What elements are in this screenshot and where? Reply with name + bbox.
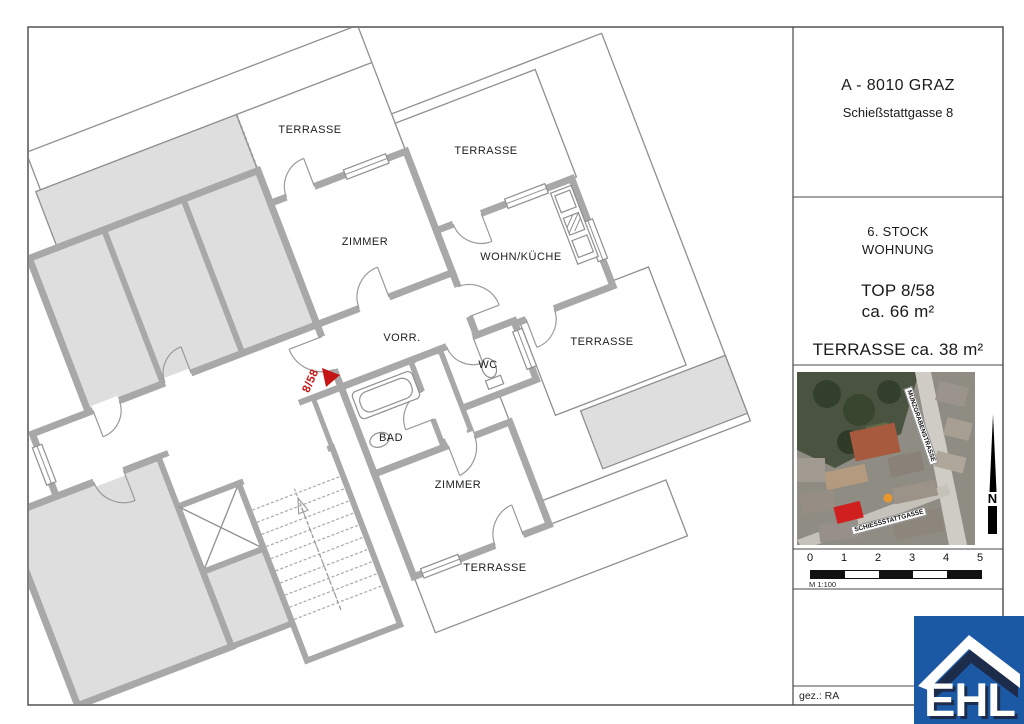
unit-arrow (322, 368, 340, 387)
floor-label: 6. STOCK (867, 224, 929, 239)
north-arrow-base (988, 506, 997, 534)
ehl-logo: EHL EHL (914, 616, 1024, 724)
north-arrow-needle (989, 414, 996, 492)
logo-roof (918, 635, 1020, 698)
logo-text: EHL (924, 673, 1015, 724)
address-city: A - 8010 GRAZ (841, 77, 955, 94)
logo-text-shadow: EHL (927, 676, 1018, 724)
scale-tick: 2 (874, 552, 882, 564)
address-street: Schießstattgasse 8 (842, 105, 954, 120)
top-number: TOP 8/58 (861, 281, 935, 300)
scale-tick: 0 (806, 552, 814, 564)
area-label: ca. 66 m² (861, 302, 935, 321)
aerial-map (797, 372, 975, 545)
scale-ratio-label: M 1:100 (809, 580, 837, 589)
scale-tick: 4 (942, 552, 950, 564)
drawn-by-label: gez.: RA (799, 690, 840, 702)
scale-bar (810, 570, 982, 579)
unit-type-label: WOHNUNG (861, 242, 935, 257)
scale-tick: 1 (840, 552, 848, 564)
scale-tick: 5 (976, 552, 984, 564)
north-arrow: N (984, 414, 1001, 534)
scale-tick: 3 (908, 552, 916, 564)
north-label: N (987, 491, 998, 506)
terrace-area-label: TERRASSE ca. 38 m² (812, 340, 984, 359)
poi-dot (883, 493, 893, 503)
